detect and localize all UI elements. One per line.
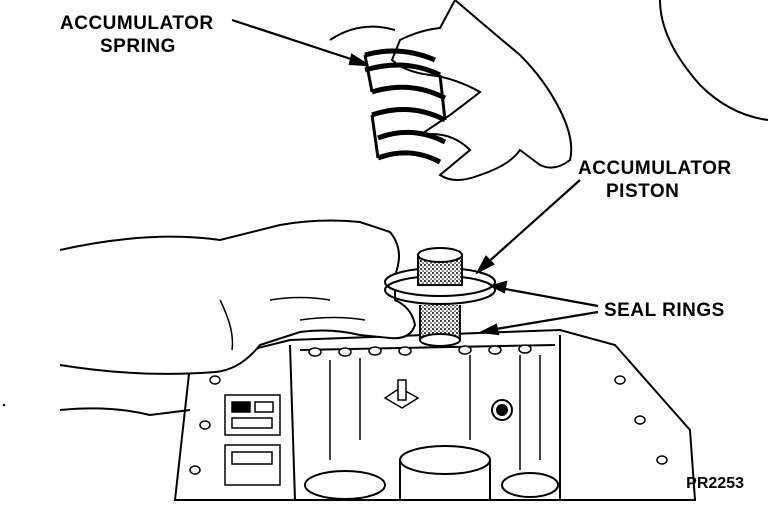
upper-hand	[329, 0, 768, 181]
lower-hand	[59, 219, 417, 417]
case-bolt-holes	[189, 344, 668, 475]
accumulator-piston	[384, 247, 496, 347]
stray-mark	[2, 403, 6, 407]
label-accumulator-piston: ACCUMULATOR PISTON	[578, 157, 732, 203]
leader-lines	[231, 18, 599, 336]
piston-leader	[484, 179, 581, 266]
label-seal-rings-text: SEAL RINGS	[604, 300, 725, 321]
label-accumulator-spring: ACCUMULATOR SPRING	[60, 12, 214, 58]
seal-arrowhead-upper	[488, 280, 508, 294]
accumulator-spring	[363, 48, 447, 165]
label-accumulator-spring-line1: ACCUMULATOR	[60, 13, 214, 34]
seal-arrowhead-lower	[478, 323, 500, 336]
label-seal-rings: SEAL RINGS	[604, 299, 725, 322]
label-accumulator-spring-line2: SPRING	[100, 36, 176, 57]
spring-arrowhead	[348, 53, 369, 67]
spring-leader	[231, 18, 361, 64]
figure-code: PR2253	[686, 475, 744, 492]
label-accumulator-piston-line2: PISTON	[606, 181, 680, 202]
case-left-ports	[224, 394, 281, 486]
transmission-case	[173, 328, 697, 501]
label-accumulator-piston-line1: ACCUMULATOR	[578, 158, 732, 179]
dowel-pin	[383, 379, 420, 409]
seal-leader-lower	[489, 310, 599, 332]
case-bores	[304, 445, 559, 500]
case-ribs	[329, 355, 541, 470]
seal-leader-upper	[499, 286, 599, 308]
piston-arrowhead	[475, 255, 495, 275]
